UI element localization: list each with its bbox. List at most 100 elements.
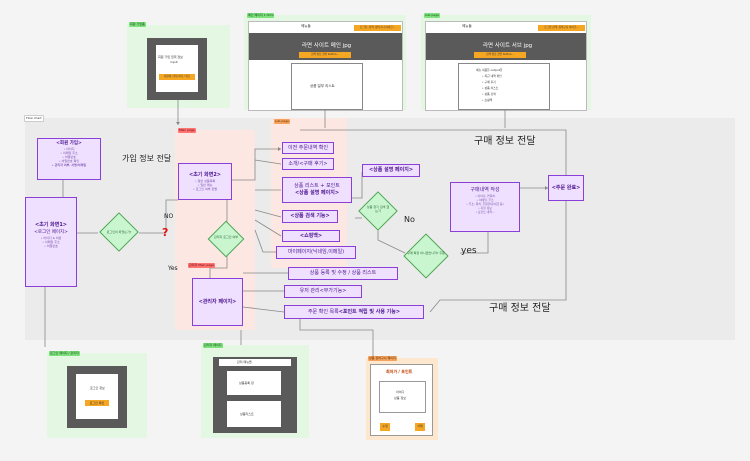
home-first-title: <초기 화면1> [35, 222, 67, 228]
home-first-node[interactable]: <초기 화면1> <로그인 페이지> • 아이디 & 비번 • 이메일 주소 •… [25, 197, 77, 287]
home-second-item-1: • 일반 메뉴 [197, 183, 213, 187]
home-first-item-1: • 이메일 주소 [42, 240, 60, 244]
user-management-node[interactable]: 유저 관리<부가기능> [284, 285, 362, 298]
purchase-info-top: 구매 정보 전달 [474, 136, 536, 147]
main-wire: 메뉴들 로그인, 검색, 장바구니 아이콘... 라면 사이트 메인 jpg 검… [248, 21, 403, 111]
admin-item2: 상품리스트 [240, 412, 254, 416]
detail-label: <상품 설명 페이지> [368, 167, 414, 173]
search-label: <상품 검색 기능> [290, 213, 330, 219]
list-line2: <상품 설명 페이지> [294, 190, 340, 196]
admin-node-label: <관리자 페이지> [198, 298, 237, 305]
signup-next-button[interactable]: 다음에 / 완료하기 / 뒤로 [159, 74, 195, 80]
admin-box: 관리 메뉴들 상품등록 창 상품리스트 [213, 357, 297, 433]
cart-delete-button[interactable]: 삭제 [415, 423, 425, 431]
login-confirm-button[interactable]: 로그인 확인 [85, 400, 109, 406]
mypage-node[interactable]: 마이페이지(닉네임,이메일) [276, 246, 356, 259]
signup-item-3: • 비밀번호 확인 [58, 159, 80, 163]
review-node[interactable]: 소개/<구매 후기> [282, 158, 334, 170]
signup-frame-box: 회원 가입 입력 정보 input 다음에 / 완료하기 / 뒤로 [147, 38, 207, 100]
sub-body-3: • 상품 리스트 [482, 86, 499, 90]
admin-panel: 관리자 페이지 관리 메뉴들 상품등록 창 상품리스트 [201, 343, 309, 438]
admin-menu-bar: 관리 메뉴들 [219, 359, 291, 366]
sub-banner-button[interactable]: 검색 필요 관련 button... [474, 52, 526, 58]
recent-label: 이전 주문내역 확인 [288, 144, 328, 151]
signup-item-1: • 이메일 주소 [60, 151, 78, 155]
home-first-sub: <로그인 페이지> [34, 230, 68, 235]
purchase-item-0: • 아이디, 연락처 [475, 194, 495, 198]
order-done-node[interactable]: <주문 완료> [548, 175, 584, 201]
purchase-item-4: • 포인트 내역... [475, 210, 495, 214]
home-second-node[interactable]: <초기 화면2> • 일반 상품목록 • 일반 메뉴 • 로그인 여부 판별 [178, 163, 232, 200]
main-body-box: 상품 일부 리스트 [291, 63, 363, 110]
purchase-info-bottom: 구매 정보 전달 [489, 303, 551, 314]
main-topright[interactable]: 로그인, 검색, 장바구니 아이콘... [354, 25, 401, 31]
signup-frame-inner: 회원 가입 입력 정보 input 다음에 / 완료하기 / 뒤로 [156, 45, 198, 92]
prod-reg-label: 상품 등록 및 수정 / 상품 리스트 [309, 270, 377, 276]
product-list-node[interactable]: 상품 리스트 + 포인트 <상품 설명 페이지> [282, 177, 352, 203]
frame-tag: 메인 페이지 1.html [247, 13, 275, 18]
shop-label: <쇼핑백> [299, 232, 323, 239]
yes-label: Yes [168, 265, 178, 272]
admin-item2-box[interactable]: 상품리스트 [227, 401, 281, 427]
admin-menu: 관리 메뉴들 [237, 360, 252, 364]
login-title: 로그인 정보 [90, 386, 105, 390]
main-banner-button[interactable]: 검색 필요 관련 button... [299, 52, 351, 58]
no-label: NO [164, 213, 174, 220]
admin-item1-box[interactable]: 상품등록 창 [227, 371, 281, 395]
cart-box: 최저가 / 포인트 아이디 상품 정보 수정 삭제 [370, 364, 433, 436]
sub-body-4: • 상품 검색 [482, 92, 496, 96]
signup-line2: input [170, 60, 178, 64]
product-register-node[interactable]: 상품 등록 및 수정 / 상품 리스트 [288, 267, 398, 280]
review-label: 소개/<구매 후기> [288, 160, 328, 167]
login-panel: 로그인 페이지 / 관리자 로그인 정보 로그인 확인 [47, 351, 147, 438]
signup-node[interactable]: <회원 가입> • 아이디 • 이메일 주소 • 비밀번호 • 비밀번호 확인 … [37, 138, 101, 180]
sub-banner: 라면 사이트 서브 jpg 검색 필요 관련 button... [426, 33, 586, 60]
sub-topright[interactable]: 로그인,검색, 장바구니 아이콘... [538, 25, 585, 31]
main-region-tag: Main page [178, 128, 196, 133]
decision-purchase-label: 구매 확정 하시겠습니까? 주문 [407, 251, 445, 255]
sub-body-1: • 최근 내역 확인 [482, 74, 502, 78]
main-banner-title: 라면 사이트 메인 jpg [302, 43, 352, 49]
shopping-bag-node[interactable]: <쇼핑백> [282, 230, 340, 242]
decision-admin-label: 관리자 로그인 여부 [214, 235, 238, 239]
admin-item1: 상품등록 창 [239, 381, 254, 385]
main-menu: 메뉴들 [301, 24, 311, 28]
main-body: 상품 일부 리스트 [310, 84, 335, 88]
frame-tag: 로그인 페이지 / 관리자 [49, 351, 80, 356]
signup-node-title: <회원 가입> [56, 141, 82, 146]
sub-page-panel: sub page 메뉴들 로그인,검색, 장바구니 아이콘... 라면 사이트 … [421, 13, 591, 111]
cart-title: 최저가 / 포인트 [386, 369, 413, 374]
cart-body-0: 아이디 [396, 390, 405, 394]
purchase-item-2: • 주소, 위치, 주문한대(세금 등) [466, 202, 504, 206]
product-detail-node[interactable]: <상품 설명 페이지> [362, 164, 420, 177]
frame-tag: 회원 가입폼 [129, 22, 146, 27]
purchase-item-1: • 이메일, 주소 [476, 198, 494, 202]
frame-tag: 관리자 페이지 [203, 343, 223, 348]
recent-orders-node[interactable]: 이전 주문내역 확인 [282, 142, 334, 154]
yes-label-2: yes [461, 246, 477, 256]
login-box: 로그인 정보 로그인 확인 [67, 366, 127, 428]
mypage-label: 마이페이지(닉네임,이메일) [287, 249, 345, 255]
point-strong: <포인트 적립 및 사용 기능> [338, 308, 401, 315]
sub-banner-title: 라면 사이트 서브 jpg [483, 43, 533, 49]
home-second-item-2: • 로그인 여부 판별 [193, 187, 217, 191]
signup-item-0: • 아이디 [63, 147, 75, 151]
signup-item-2: • 비밀번호 [62, 155, 76, 159]
cart-edit-button[interactable]: 수정 [380, 423, 390, 431]
sub-body-2: • 구매 후기 [482, 80, 496, 84]
list-line1: 상품 리스트 + 포인트 [294, 183, 340, 189]
sub-menu: 메뉴들 [462, 24, 472, 28]
search-node[interactable]: <상품 검색 기능> [282, 210, 338, 223]
point-node[interactable]: 주문 확인 목록 <포인트 적립 및 사용 기능> [284, 305, 424, 319]
main-banner: 라면 사이트 메인 jpg 검색 필요 관련 button... [249, 33, 402, 60]
flowchart-tag: Flow chart [24, 115, 44, 122]
signup-line1: 회원 가입 입력 정보 [158, 55, 183, 59]
cart-tag: 상품 장바구니 페이지 [368, 356, 397, 361]
home-first-item-2: • 비밀번호 [44, 244, 58, 248]
purchase-node[interactable]: 구매내역 작성 • 아이디, 연락처 • 이메일, 주소 • 주소, 위치, 주… [450, 182, 520, 232]
admin-node[interactable]: <관리자 페이지> [192, 278, 243, 326]
login-inner: 로그인 정보 로그인 확인 [76, 374, 118, 419]
purchase-item-3: • 지불 정보 [478, 206, 492, 210]
question-mark: ? [162, 226, 169, 239]
